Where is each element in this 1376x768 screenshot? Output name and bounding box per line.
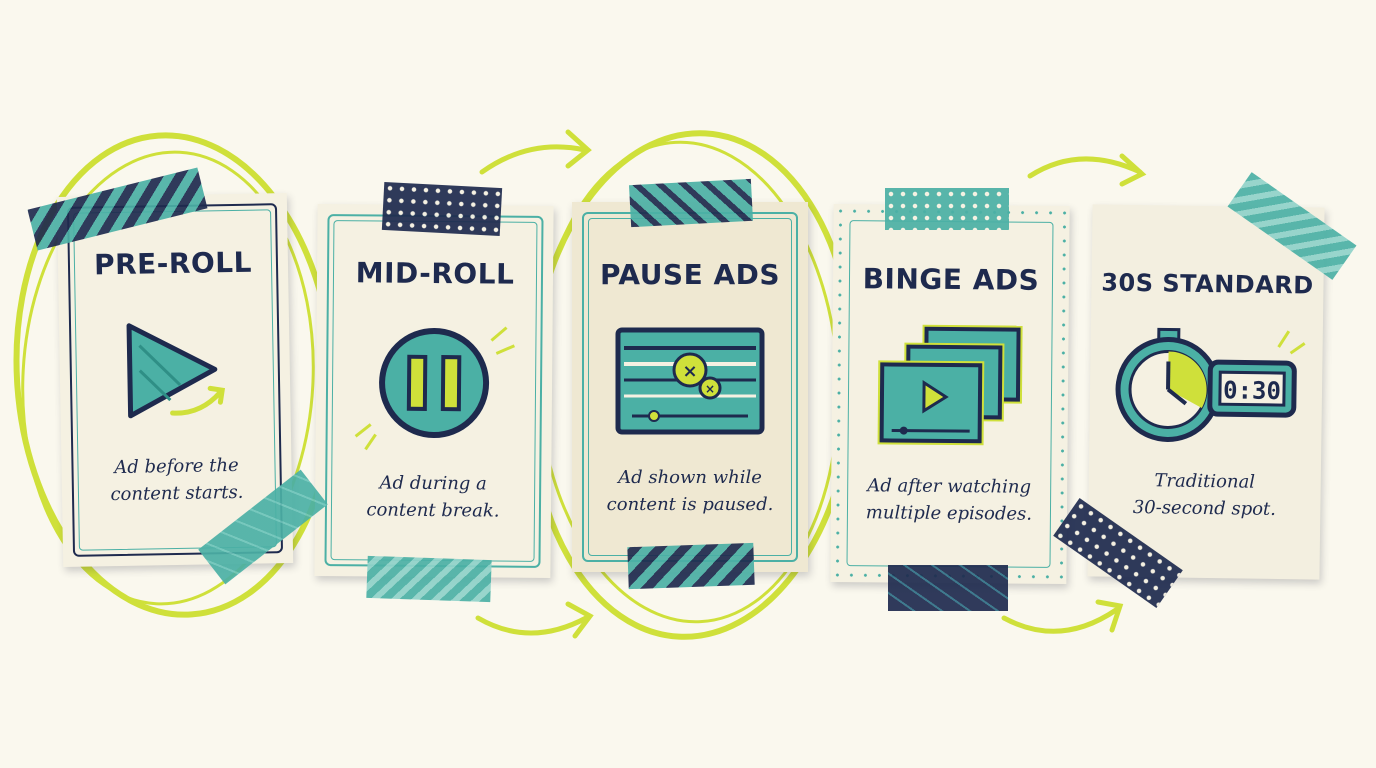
svg-text:×: × (682, 361, 697, 382)
desc-line-2: content is paused. (606, 494, 774, 515)
tape-geometric (888, 565, 1008, 611)
tape-dots (885, 188, 1009, 230)
pause-icon (354, 326, 515, 451)
highlight-oval-pre-roll-inner (21, 150, 315, 606)
play-icon (126, 323, 226, 419)
flow-arrow (479, 129, 592, 175)
desc-line-1: Ad shown while (618, 467, 762, 488)
card-pause-ads: PAUSE ADS × × Ad shown while content is … (572, 202, 808, 572)
card-title: PAUSE ADS (599, 258, 781, 291)
timer-readout: 0:30 (1223, 376, 1281, 405)
card-30s-standard: 30S STANDARD 0:30 Traditional 30-second … (1087, 204, 1325, 580)
paused-screen-icon: × × (615, 327, 765, 435)
card-mid-roll: MID-ROLL Ad during a content break. (314, 203, 554, 579)
flow-arrow (1001, 599, 1124, 634)
stacked-screens-icon (877, 324, 1023, 446)
flow-arrow (475, 601, 594, 639)
flow-arrow (1027, 153, 1147, 187)
card-description: Ad shown while content is paused. (590, 464, 790, 518)
svg-text:×: × (705, 382, 715, 396)
card-pre-roll: PRE-ROLL Ad before the content starts. (56, 193, 294, 567)
card-binge-ads: BINGE ADS Ad after watching multiple epi… (830, 203, 1070, 585)
stopwatch-icon: 0:30 (1115, 327, 1306, 442)
